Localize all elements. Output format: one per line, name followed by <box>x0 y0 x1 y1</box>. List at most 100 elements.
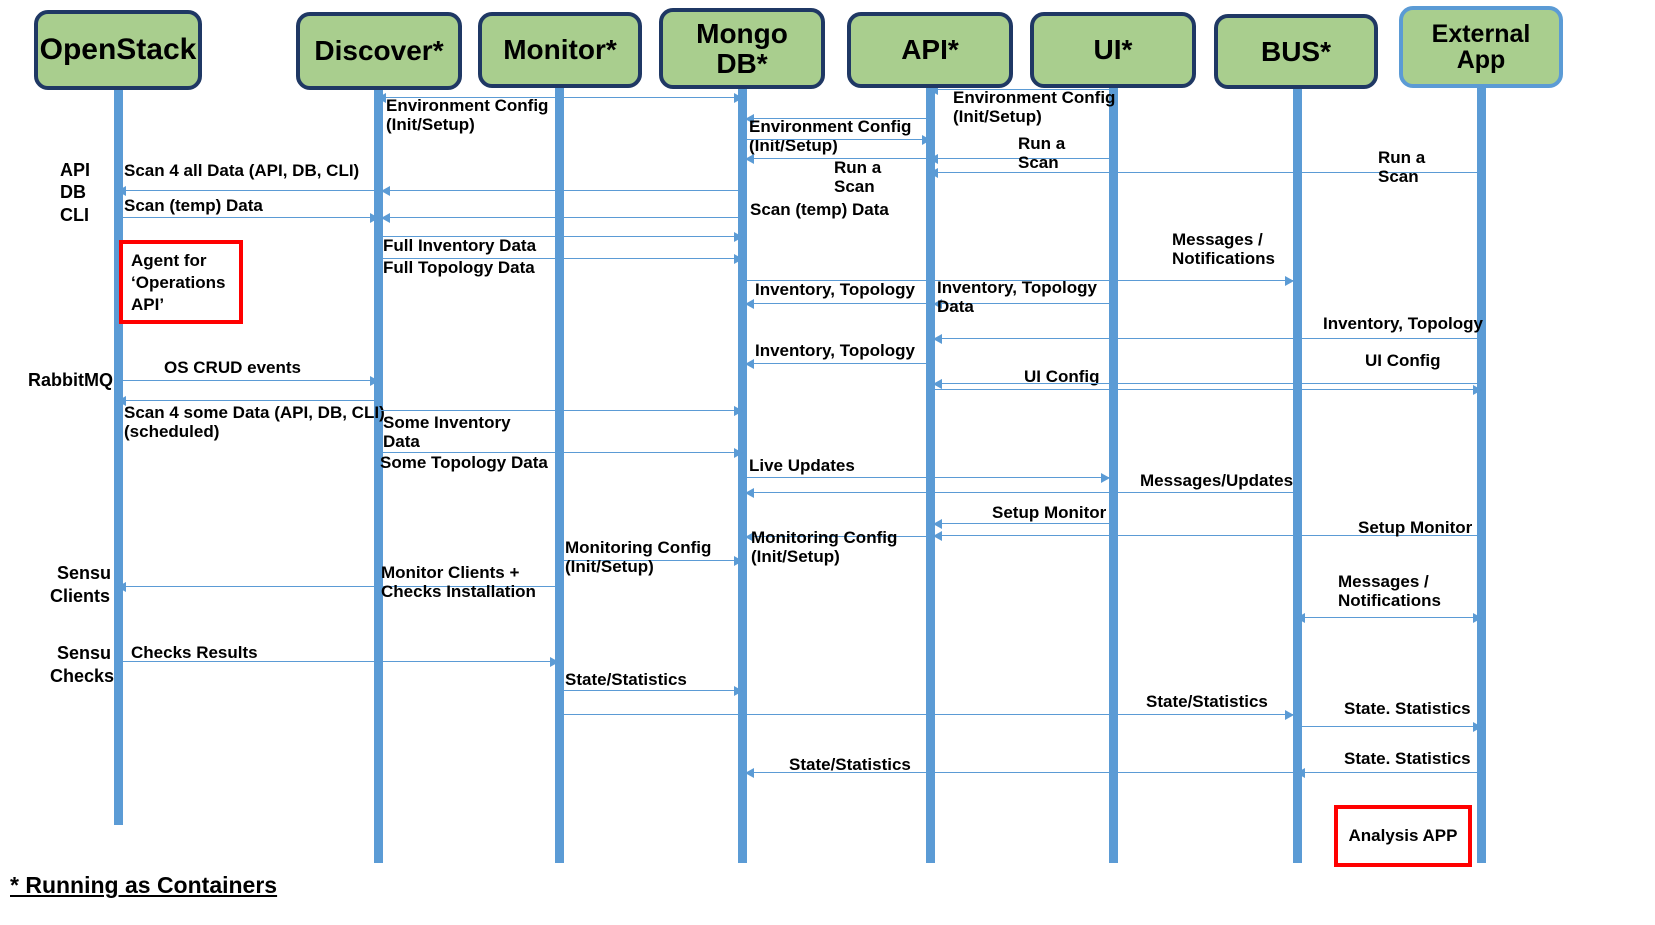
arrow-head-icon <box>377 92 386 103</box>
message-label: State. Statistics <box>1344 699 1471 718</box>
message-label: Messages/Updates <box>1140 471 1294 490</box>
arrow-head-icon <box>1285 709 1294 720</box>
arrow-head-icon <box>117 185 126 196</box>
lifeline-api <box>926 87 935 863</box>
annotation-label: Agent for‘Operations API’ <box>131 251 226 315</box>
actor-box-monitor[interactable]: Monitor* <box>478 12 642 88</box>
actor-box-bus[interactable]: BUS* <box>1214 14 1378 89</box>
message-label: Monitoring Config(Init/Setup) <box>751 528 898 567</box>
footnote: * Running as Containers <box>10 872 278 898</box>
arrow-head-icon <box>1473 384 1482 395</box>
side-label: Clients <box>50 586 111 606</box>
message-label: Scan (temp) Data <box>750 200 889 219</box>
message-label: Scan 4 some Data (API, DB, CLI)(schedule… <box>124 403 385 442</box>
actor-label: UI* <box>1093 34 1133 66</box>
actor-box-api[interactable]: API* <box>847 12 1013 88</box>
arrow-head-icon <box>745 487 754 498</box>
arrow-head-icon <box>1296 612 1305 623</box>
arrow-head-icon <box>745 113 754 124</box>
arrow-head-icon <box>933 333 942 344</box>
arrow-head-icon <box>734 405 743 416</box>
arrow-head-icon <box>933 518 942 529</box>
arrow-head-icon <box>745 531 754 542</box>
message-label: Monitoring Config(Init/Setup) <box>565 538 712 577</box>
message-label: Monitor Clients +Checks Installation <box>381 563 536 602</box>
annotation-agent-note[interactable]: Agent for‘Operations API’ <box>119 240 243 324</box>
arrow-head-icon <box>381 212 390 223</box>
arrow-head-icon <box>734 555 743 566</box>
side-label: Sensu <box>57 563 112 583</box>
arrow-head-icon <box>381 185 390 196</box>
lifeline-externalapp <box>1477 86 1486 863</box>
arrow-head-icon <box>117 581 126 592</box>
arrow-head-icon <box>929 167 938 178</box>
message-label: Inventory, Topology <box>755 341 915 360</box>
arrow-head-icon <box>1101 472 1110 483</box>
arrow-head-icon <box>1285 275 1294 286</box>
arrow-head-icon <box>1473 612 1482 623</box>
side-label: Checks <box>50 666 115 686</box>
message-label: Setup Monitor <box>992 503 1107 522</box>
side-label: Sensu <box>57 643 112 663</box>
message-label: Messages /Notifications <box>1172 230 1275 269</box>
message-label: Checks Results <box>131 643 258 662</box>
message-label: Messages /Notifications <box>1338 572 1441 611</box>
message-label: State/Statistics <box>565 670 687 689</box>
message-label: Full Inventory Data <box>383 236 537 255</box>
message-label: Some Topology Data <box>380 453 548 472</box>
arrow-head-icon <box>929 153 938 164</box>
message-label: State/Statistics <box>789 755 911 774</box>
message-label: OS CRUD events <box>164 358 301 377</box>
actor-label: BUS* <box>1260 35 1331 67</box>
message-label: State/Statistics <box>1146 692 1268 711</box>
lifeline-monitor <box>555 88 564 863</box>
lifeline-openstack <box>114 85 123 825</box>
message-label: Scan 4 all Data (API, DB, CLI) <box>124 161 360 180</box>
arrow-head-icon <box>933 298 942 309</box>
actor-label: API* <box>901 34 959 66</box>
message-label: State. Statistics <box>1344 749 1471 768</box>
side-label: RabbitMQ <box>28 370 113 390</box>
side-label: CLI <box>60 205 89 225</box>
side-label: DB <box>60 182 86 202</box>
arrow-head-icon <box>734 447 743 458</box>
side-label: API <box>60 160 91 180</box>
arrow-head-icon <box>929 84 938 95</box>
message-label: UI Config <box>1365 351 1441 370</box>
annotation-label: Analysis APP <box>1348 825 1458 845</box>
lifeline-discover <box>374 88 383 863</box>
message-label: Inventory, Topology <box>755 280 915 299</box>
arrow-head-icon <box>922 134 931 145</box>
actor-box-openstack[interactable]: OpenStack <box>34 10 202 90</box>
actor-box-discover[interactable]: Discover* <box>296 12 462 90</box>
actor-label: OpenStack <box>39 33 197 67</box>
arrow-head-icon <box>1473 721 1482 732</box>
message-label: Environment Config(Init/Setup) <box>386 96 549 135</box>
arrow-head-icon <box>734 231 743 242</box>
arrow-head-icon <box>745 298 754 309</box>
actor-label: Discover* <box>314 35 444 67</box>
arrow-head-icon <box>734 685 743 696</box>
arrow-head-icon <box>370 212 379 223</box>
message-label: Environment Config(Init/Setup) <box>953 88 1116 127</box>
arrow-head-icon <box>734 253 743 264</box>
arrow-head-icon <box>370 375 379 386</box>
message-label: Full Topology Data <box>383 258 535 277</box>
message-label: Setup Monitor <box>1358 518 1473 537</box>
arrow-head-icon <box>117 395 126 406</box>
message-label: UI Config <box>1024 367 1100 386</box>
actor-box-ui[interactable]: UI* <box>1030 12 1196 88</box>
arrow-head-icon <box>745 358 754 369</box>
message-label: Environment Config(Init/Setup) <box>749 117 912 156</box>
lifeline-bus <box>1293 88 1302 863</box>
message-label: Inventory, Topology <box>1323 314 1483 333</box>
arrow-head-icon <box>745 153 754 164</box>
annotation-analysis-app[interactable]: Analysis APP <box>1334 805 1472 867</box>
